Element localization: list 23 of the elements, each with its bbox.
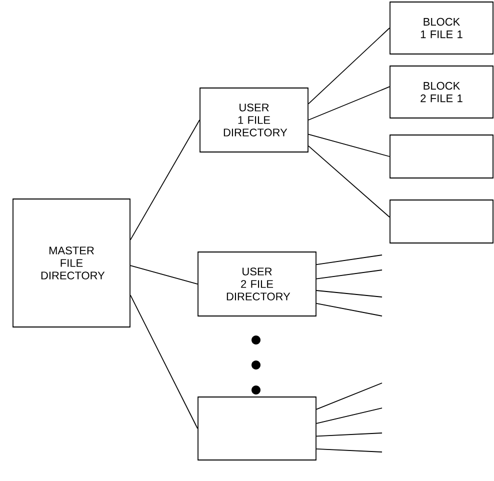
connector-line bbox=[316, 448, 382, 452]
connector-line bbox=[130, 265, 198, 284]
directory-box: USER 1 FILE DIRECTORY bbox=[200, 88, 308, 152]
connector-line bbox=[308, 28, 390, 104]
connector-line bbox=[316, 303, 382, 316]
empty-box bbox=[198, 396, 316, 460]
connector-line bbox=[308, 146, 390, 218]
empty-box bbox=[390, 134, 494, 178]
connector-line bbox=[316, 254, 382, 265]
directory-box: USER 2 FILE DIRECTORY bbox=[198, 252, 316, 316]
connector-line bbox=[130, 294, 198, 429]
connector-line bbox=[308, 134, 390, 157]
connector-line bbox=[308, 86, 390, 120]
directory-box: MASTER FILE DIRECTORY bbox=[12, 198, 130, 328]
connector-line bbox=[316, 408, 382, 424]
file-box: BLOCK 1 FILE 1 bbox=[390, 2, 494, 54]
file-box: BLOCK 2 FILE 1 bbox=[390, 66, 494, 118]
connector-line bbox=[130, 120, 200, 240]
connector-line bbox=[316, 382, 382, 410]
connector-line bbox=[316, 432, 382, 437]
connector-line bbox=[316, 290, 382, 298]
empty-box bbox=[390, 200, 494, 244]
connector-line bbox=[316, 270, 382, 280]
